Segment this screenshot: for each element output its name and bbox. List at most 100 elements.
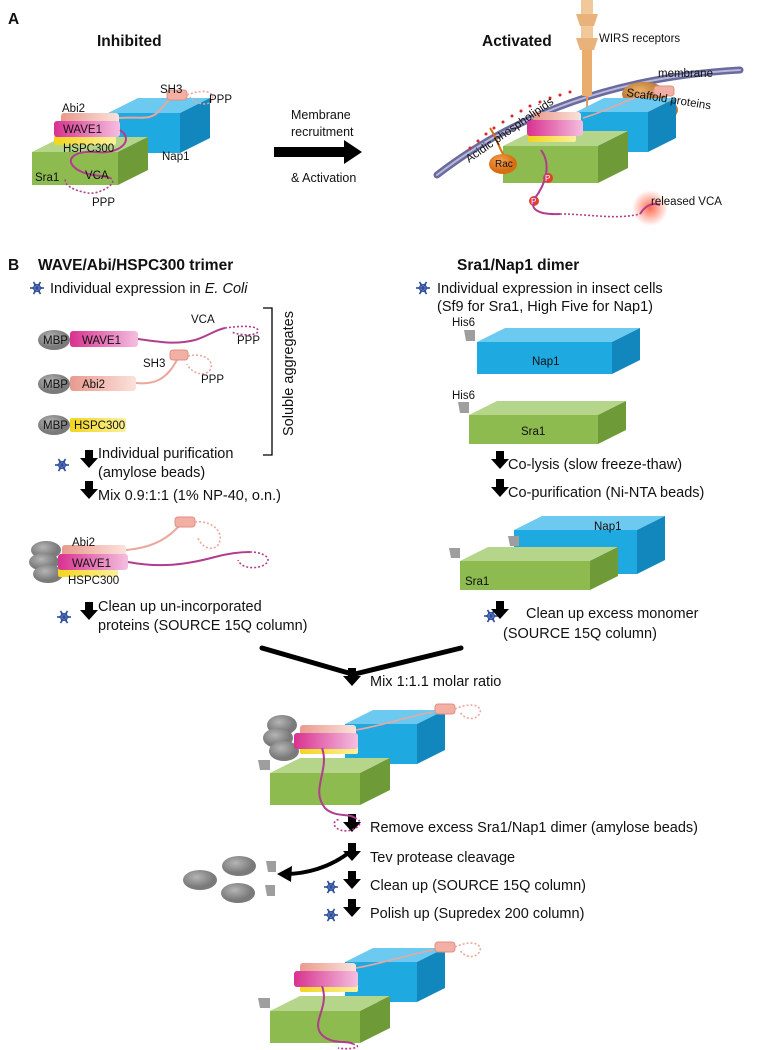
construct-wave1-label: WAVE1	[82, 335, 121, 347]
construct-ppp2-label: PPP	[201, 374, 224, 386]
inhibited-sra1-label: Sra1	[35, 172, 59, 184]
activation-arrow	[274, 140, 362, 164]
inhibited-vca-label: VCA	[85, 170, 109, 182]
step-colysis: Co-lysis (slow freeze-thaw)	[508, 457, 682, 473]
inhibited-ppp2-label: PPP	[92, 197, 115, 209]
snowflake-icon	[30, 281, 44, 295]
trimer-abi2-label: Abi2	[72, 537, 95, 549]
soluble-aggregates-label: Soluble aggregates	[281, 311, 297, 436]
down-arrow-icon	[343, 814, 361, 832]
dimer-complex	[449, 516, 665, 590]
cleaved-mbp-tags	[183, 856, 276, 903]
inhibited-complex	[32, 89, 214, 194]
his6-nap1-construct	[464, 328, 640, 374]
arrow-label-line3: & Activation	[291, 171, 356, 185]
down-arrow-icon	[343, 843, 361, 861]
inhibited-title: Inhibited	[97, 33, 162, 50]
inhibited-hspc300-label: HSPC300	[63, 143, 114, 155]
his6-label-nap1: His6	[452, 317, 475, 329]
construct-nap1-label: Nap1	[532, 356, 560, 368]
down-arrow-icon	[491, 451, 509, 469]
step-copurification: Co-purification (Ni-NTA beads)	[508, 485, 704, 501]
construct-sh3-label: SH3	[143, 358, 165, 370]
step-mix-molar: Mix 1:1.1 molar ratio	[370, 674, 501, 690]
construct-abi2-label: Abi2	[82, 379, 105, 391]
down-arrow-icon	[491, 479, 509, 497]
inhibited-ppp-label: PPP	[209, 94, 232, 106]
step-tev-cleavage: Tev protease cleavage	[370, 850, 515, 866]
arrow-label-line2: recruitment	[291, 125, 354, 139]
step-individual-purification-2: (amylose beads)	[98, 465, 205, 481]
inhibited-abi2-label: Abi2	[62, 103, 85, 115]
mbp-label-3: MBP	[43, 420, 68, 432]
down-arrow-icon	[343, 899, 361, 917]
mbp-label-1: MBP	[43, 335, 68, 347]
down-arrow-icon	[80, 602, 98, 620]
phosphate-label-1: P	[545, 174, 550, 183]
step-cleanup-unincorporated-2: proteins (SOURCE 15Q column)	[98, 618, 308, 634]
final-complex	[258, 941, 481, 1050]
right-expression-line2: (Sf9 for Sra1, High Five for Nap1)	[437, 299, 653, 315]
construct-vca-label: VCA	[191, 314, 215, 326]
step-mix-ratio: Mix 0.9:1:1 (1% NP-40, o.n.)	[98, 488, 281, 504]
wirs-label: WIRS receptors	[599, 33, 680, 45]
down-arrow-icon	[80, 450, 98, 468]
snowflake-icon	[324, 908, 338, 922]
left-title: WAVE/Abi/HSPC300 trimer	[38, 257, 233, 274]
snowflake-icon	[55, 458, 69, 472]
right-expression-line1: Individual expression in insect cells	[437, 281, 663, 297]
trimer-wave1-label: WAVE1	[72, 558, 111, 570]
mbp-abi2-construct	[38, 349, 212, 394]
right-title: Sra1/Nap1 dimer	[457, 257, 579, 274]
step-clean-up: Clean up (SOURCE 15Q column)	[370, 878, 586, 894]
down-arrow-icon	[491, 601, 509, 619]
snowflake-icons	[30, 281, 498, 922]
activated-title: Activated	[482, 33, 552, 50]
merge-line-left	[259, 645, 355, 677]
rac-label: Rac	[495, 159, 513, 170]
phosphate-label-2: P	[531, 197, 536, 206]
left-expression-text: Individual expression in E. Coli	[50, 281, 248, 297]
mbp-wave1-construct	[38, 325, 259, 350]
step-arrows	[80, 450, 509, 917]
inhibited-nap1-label: Nap1	[162, 151, 190, 163]
cleavage-arrow-head	[277, 866, 292, 882]
mbp-tagged-complex	[258, 703, 481, 832]
down-arrow-icon	[343, 668, 361, 686]
mbp-hspc300-construct	[38, 415, 126, 435]
panel-b-letter: B	[8, 257, 19, 274]
inhibited-wave1-label: WAVE1	[63, 124, 102, 136]
snowflake-icon	[57, 610, 71, 624]
trimer-hspc300-label: HSPC300	[68, 575, 119, 587]
dimer-nap1-label: Nap1	[594, 521, 622, 533]
construct-sra1-label: Sra1	[521, 426, 545, 438]
step-remove-excess: Remove excess Sra1/Nap1 dimer (amylose b…	[370, 820, 698, 836]
snowflake-icon	[324, 880, 338, 894]
snowflake-icon	[484, 609, 498, 623]
construct-ppp1-label: PPP	[237, 335, 260, 347]
inhibited-sh3-label: SH3	[160, 84, 182, 96]
construct-hspc300-label: HSPC300	[74, 420, 125, 432]
step-cleanup-monomer-2: (SOURCE 15Q column)	[503, 626, 657, 642]
step-cleanup-unincorporated-1: Clean up un-incorporated	[98, 599, 262, 615]
released-vca-label: released VCA	[651, 196, 722, 208]
merge-line-right	[352, 645, 464, 677]
arrow-label-line1: Membrane	[291, 108, 351, 122]
down-arrow-icon	[343, 871, 361, 889]
activated-complex	[433, 0, 744, 226]
step-polish-up: Polish up (Supredex 200 column)	[370, 906, 584, 922]
his6-sra1-construct	[458, 401, 626, 444]
cleavage-arrow-shaft	[284, 849, 353, 876]
dimer-sra1-label: Sra1	[465, 576, 489, 588]
down-arrow-icon	[80, 481, 98, 499]
trimer-complex	[29, 516, 269, 583]
mbp-label-2: MBP	[43, 379, 68, 391]
membrane-label: membrane	[658, 68, 713, 80]
step-cleanup-monomer-1: Clean up excess monomer	[526, 606, 699, 622]
soluble-bracket	[263, 307, 273, 456]
snowflake-icon	[416, 281, 430, 295]
his6-label-sra1: His6	[452, 390, 475, 402]
step-individual-purification-1: Individual purification	[98, 446, 233, 462]
